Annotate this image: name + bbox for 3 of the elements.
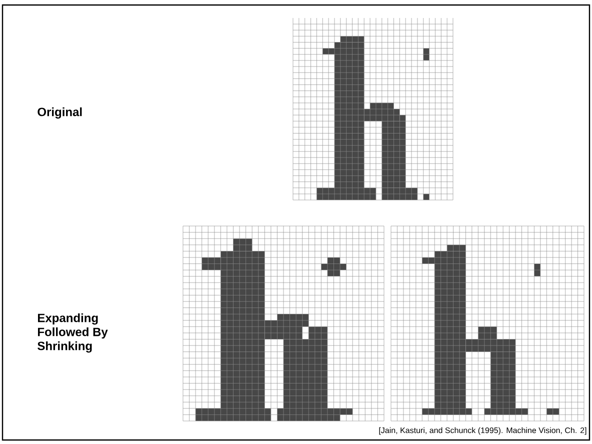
row-label: Original	[38, 107, 82, 119]
citation: [Jain, Kasturi, and Schunck (1995). Machine Vision, Ch. 2]	[379, 427, 586, 435]
row-label: Expanding Followed By Shrinking	[38, 313, 108, 353]
